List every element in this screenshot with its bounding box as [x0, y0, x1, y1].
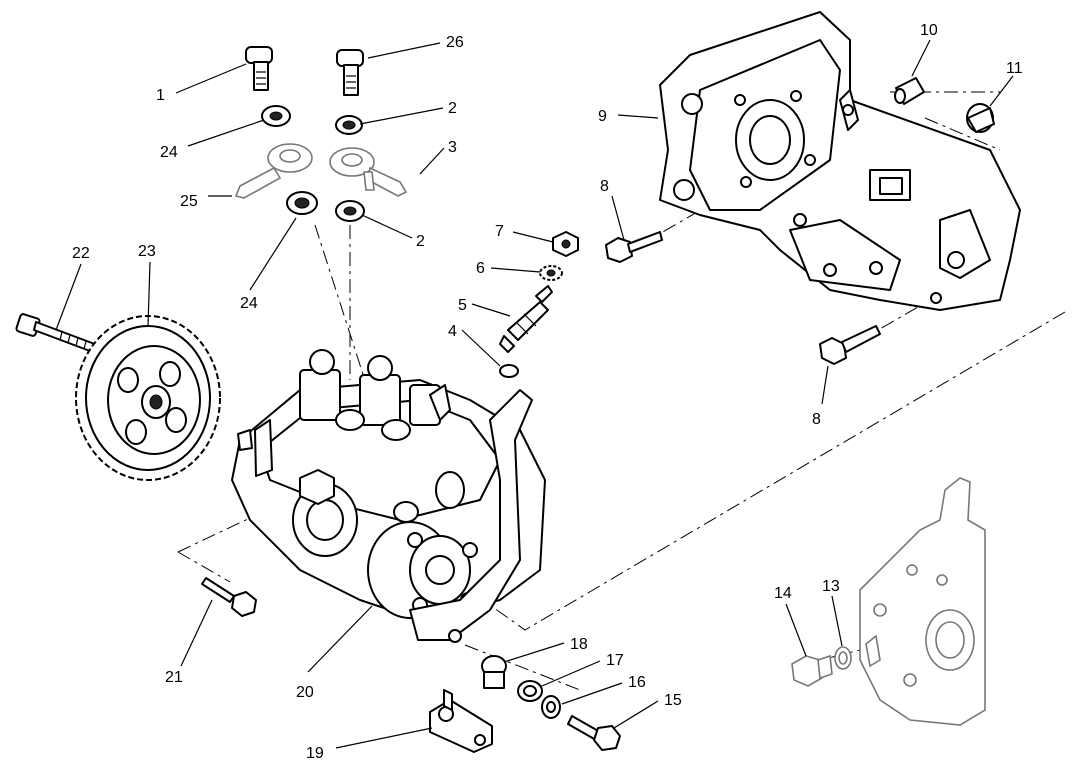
inset-housing: [859, 477, 986, 726]
cap-11: [966, 103, 995, 133]
washer-2-lower: [335, 200, 365, 222]
washer-17: [517, 680, 543, 702]
bolt-22: [15, 313, 101, 355]
callout-6: 6: [476, 260, 485, 277]
bolt-21: [201, 577, 257, 617]
gear-housing-9: [659, 11, 1021, 311]
callout-15: 15: [664, 692, 682, 709]
o-ring-4: [499, 364, 519, 378]
callout-20: 20: [296, 684, 314, 701]
callout-24-upper: 24: [160, 144, 178, 161]
washer-16: [541, 695, 561, 719]
callout-2-upper: 2: [448, 100, 457, 117]
callout-2-lower: 2: [416, 233, 425, 250]
callout-22: 22: [72, 245, 90, 262]
lock-washer-6: [539, 265, 563, 281]
dowel-10: [894, 77, 925, 105]
banjo-bolt-26: [336, 49, 364, 96]
injector-valve-5: [499, 285, 553, 353]
callout-9: 9: [598, 108, 607, 125]
banjo-bolt-1: [245, 46, 273, 91]
washer-2-upper: [335, 115, 363, 135]
callout-1: 1: [156, 87, 165, 104]
callout-10: 10: [920, 22, 938, 39]
bolt-8-lower: [819, 325, 881, 365]
callout-18: 18: [570, 636, 588, 653]
callout-25: 25: [180, 193, 198, 210]
callout-23: 23: [138, 243, 156, 260]
banjo-union-3: [329, 147, 408, 197]
callout-19: 19: [306, 745, 324, 762]
banjo-union-25: [234, 143, 313, 199]
bracket-19: [429, 689, 493, 753]
callout-3: 3: [448, 139, 457, 156]
callout-11: 11: [1006, 60, 1023, 77]
callout-13: 13: [822, 578, 840, 595]
washer-24-upper: [261, 105, 291, 127]
callout-4: 4: [448, 323, 457, 340]
washer-24-lower: [286, 191, 318, 215]
callout-17: 17: [606, 652, 624, 669]
callout-7: 7: [495, 223, 504, 240]
bolt-8-upper: [605, 231, 663, 263]
nut-7: [552, 231, 579, 257]
bolt-15: [567, 715, 621, 751]
leader-lines: [55, 39, 1014, 749]
callout-24-lower: 24: [240, 295, 258, 312]
callout-8-lower: 8: [812, 411, 821, 428]
callout-16: 16: [628, 674, 646, 691]
plug-14: [791, 654, 833, 687]
callout-5: 5: [458, 297, 467, 314]
callout-26: 26: [446, 34, 464, 51]
washer-13: [834, 646, 852, 670]
callout-21: 21: [165, 669, 183, 686]
plug-18: [481, 655, 507, 689]
callout-8-upper: 8: [600, 178, 609, 195]
callout-labels: 1 26 24 2 3 25 2 24 7 6 5 4 22 23 9 8 8 …: [72, 22, 1023, 762]
gear-23: [75, 315, 221, 481]
callout-14: 14: [774, 585, 792, 602]
injection-pump-20: [231, 349, 546, 643]
